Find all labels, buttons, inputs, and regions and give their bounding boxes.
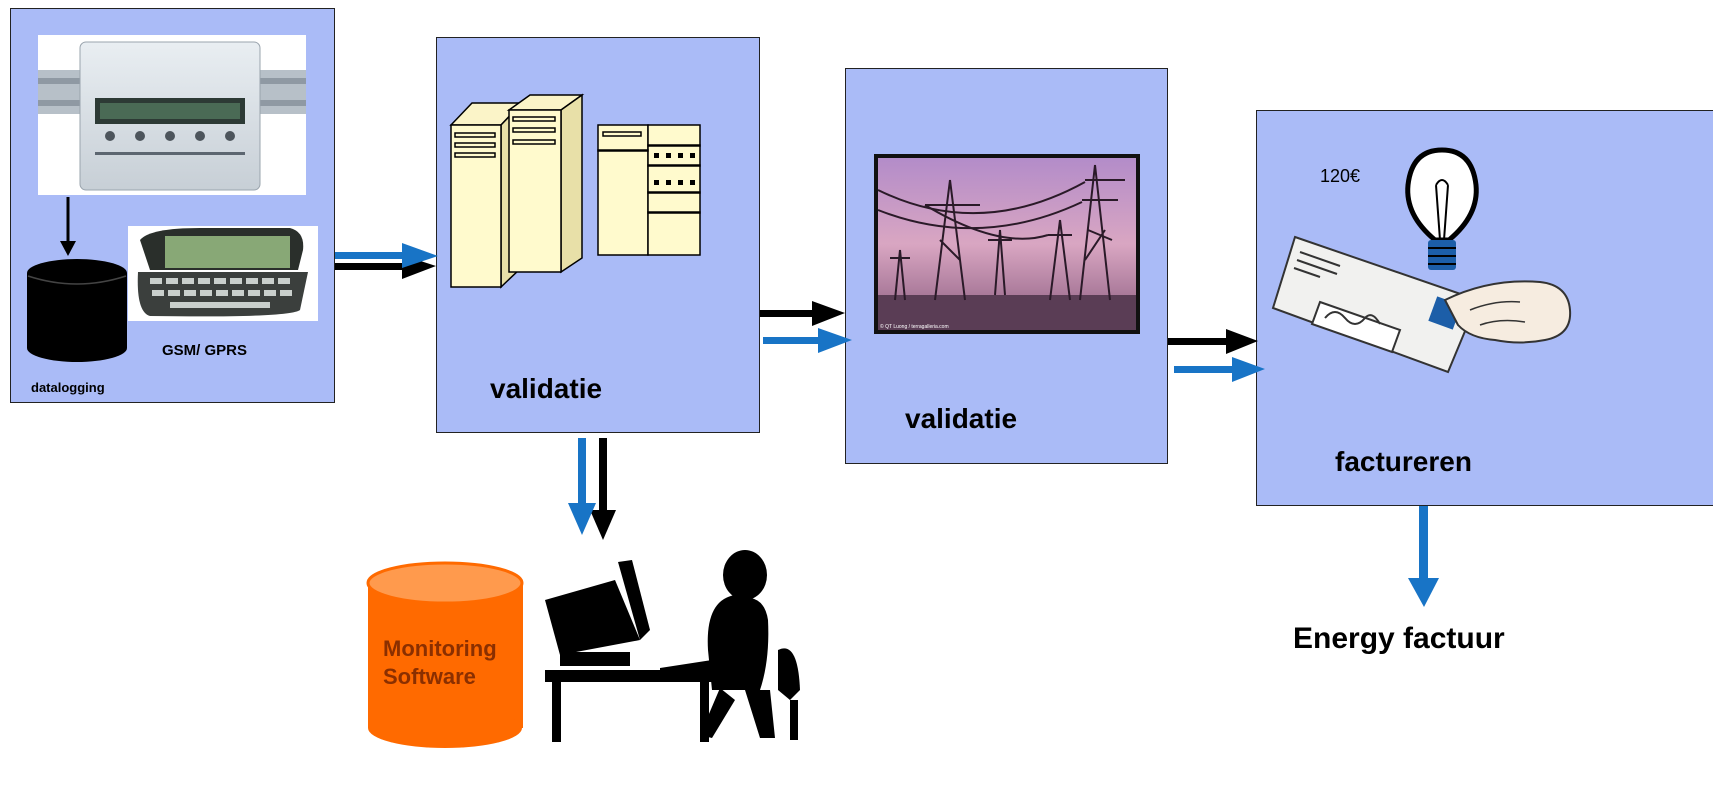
arrow-black-down <box>599 438 607 518</box>
energy-factuur-label: Energy factuur <box>1293 622 1505 655</box>
person-at-computer-icon <box>545 550 800 742</box>
arrow-blue-1 <box>335 252 420 259</box>
arrow-blue-3 <box>1174 366 1246 373</box>
gsm-gprs-label: GSM/ GPRS <box>162 342 248 359</box>
flow-arrows <box>335 243 1439 607</box>
arrow-black-3 <box>1168 338 1238 345</box>
price-label: 120€ <box>1320 166 1361 186</box>
arrow-black-1 <box>335 263 420 270</box>
factureren-label: factureren <box>1335 446 1472 477</box>
arrow-blue-2 <box>763 337 831 344</box>
arrow-blue-factuur <box>1419 506 1428 584</box>
arrow-blue-down <box>578 438 586 510</box>
validatie-server-label: validatie <box>490 373 603 404</box>
photo-credit: © QT Luong / terragalleria.com <box>880 323 949 330</box>
power-lines-photo <box>874 154 1140 334</box>
arrow-black-2 <box>760 310 826 317</box>
server-towers-icon <box>449 93 701 289</box>
nokia-communicator-icon <box>128 226 318 321</box>
light-bulb-icon <box>1405 147 1479 270</box>
envelope-with-hand-icon <box>1271 235 1572 374</box>
validatie-grid-label: validatie <box>905 403 1018 434</box>
database-cylinder-icon <box>27 259 127 362</box>
monitoring-label: Monitoring <box>383 636 497 661</box>
software-label: Software <box>383 664 476 689</box>
monitoring-database-icon <box>366 561 524 748</box>
energy-meter-icon <box>38 35 306 195</box>
datalogging-label: datalogging <box>31 380 105 395</box>
